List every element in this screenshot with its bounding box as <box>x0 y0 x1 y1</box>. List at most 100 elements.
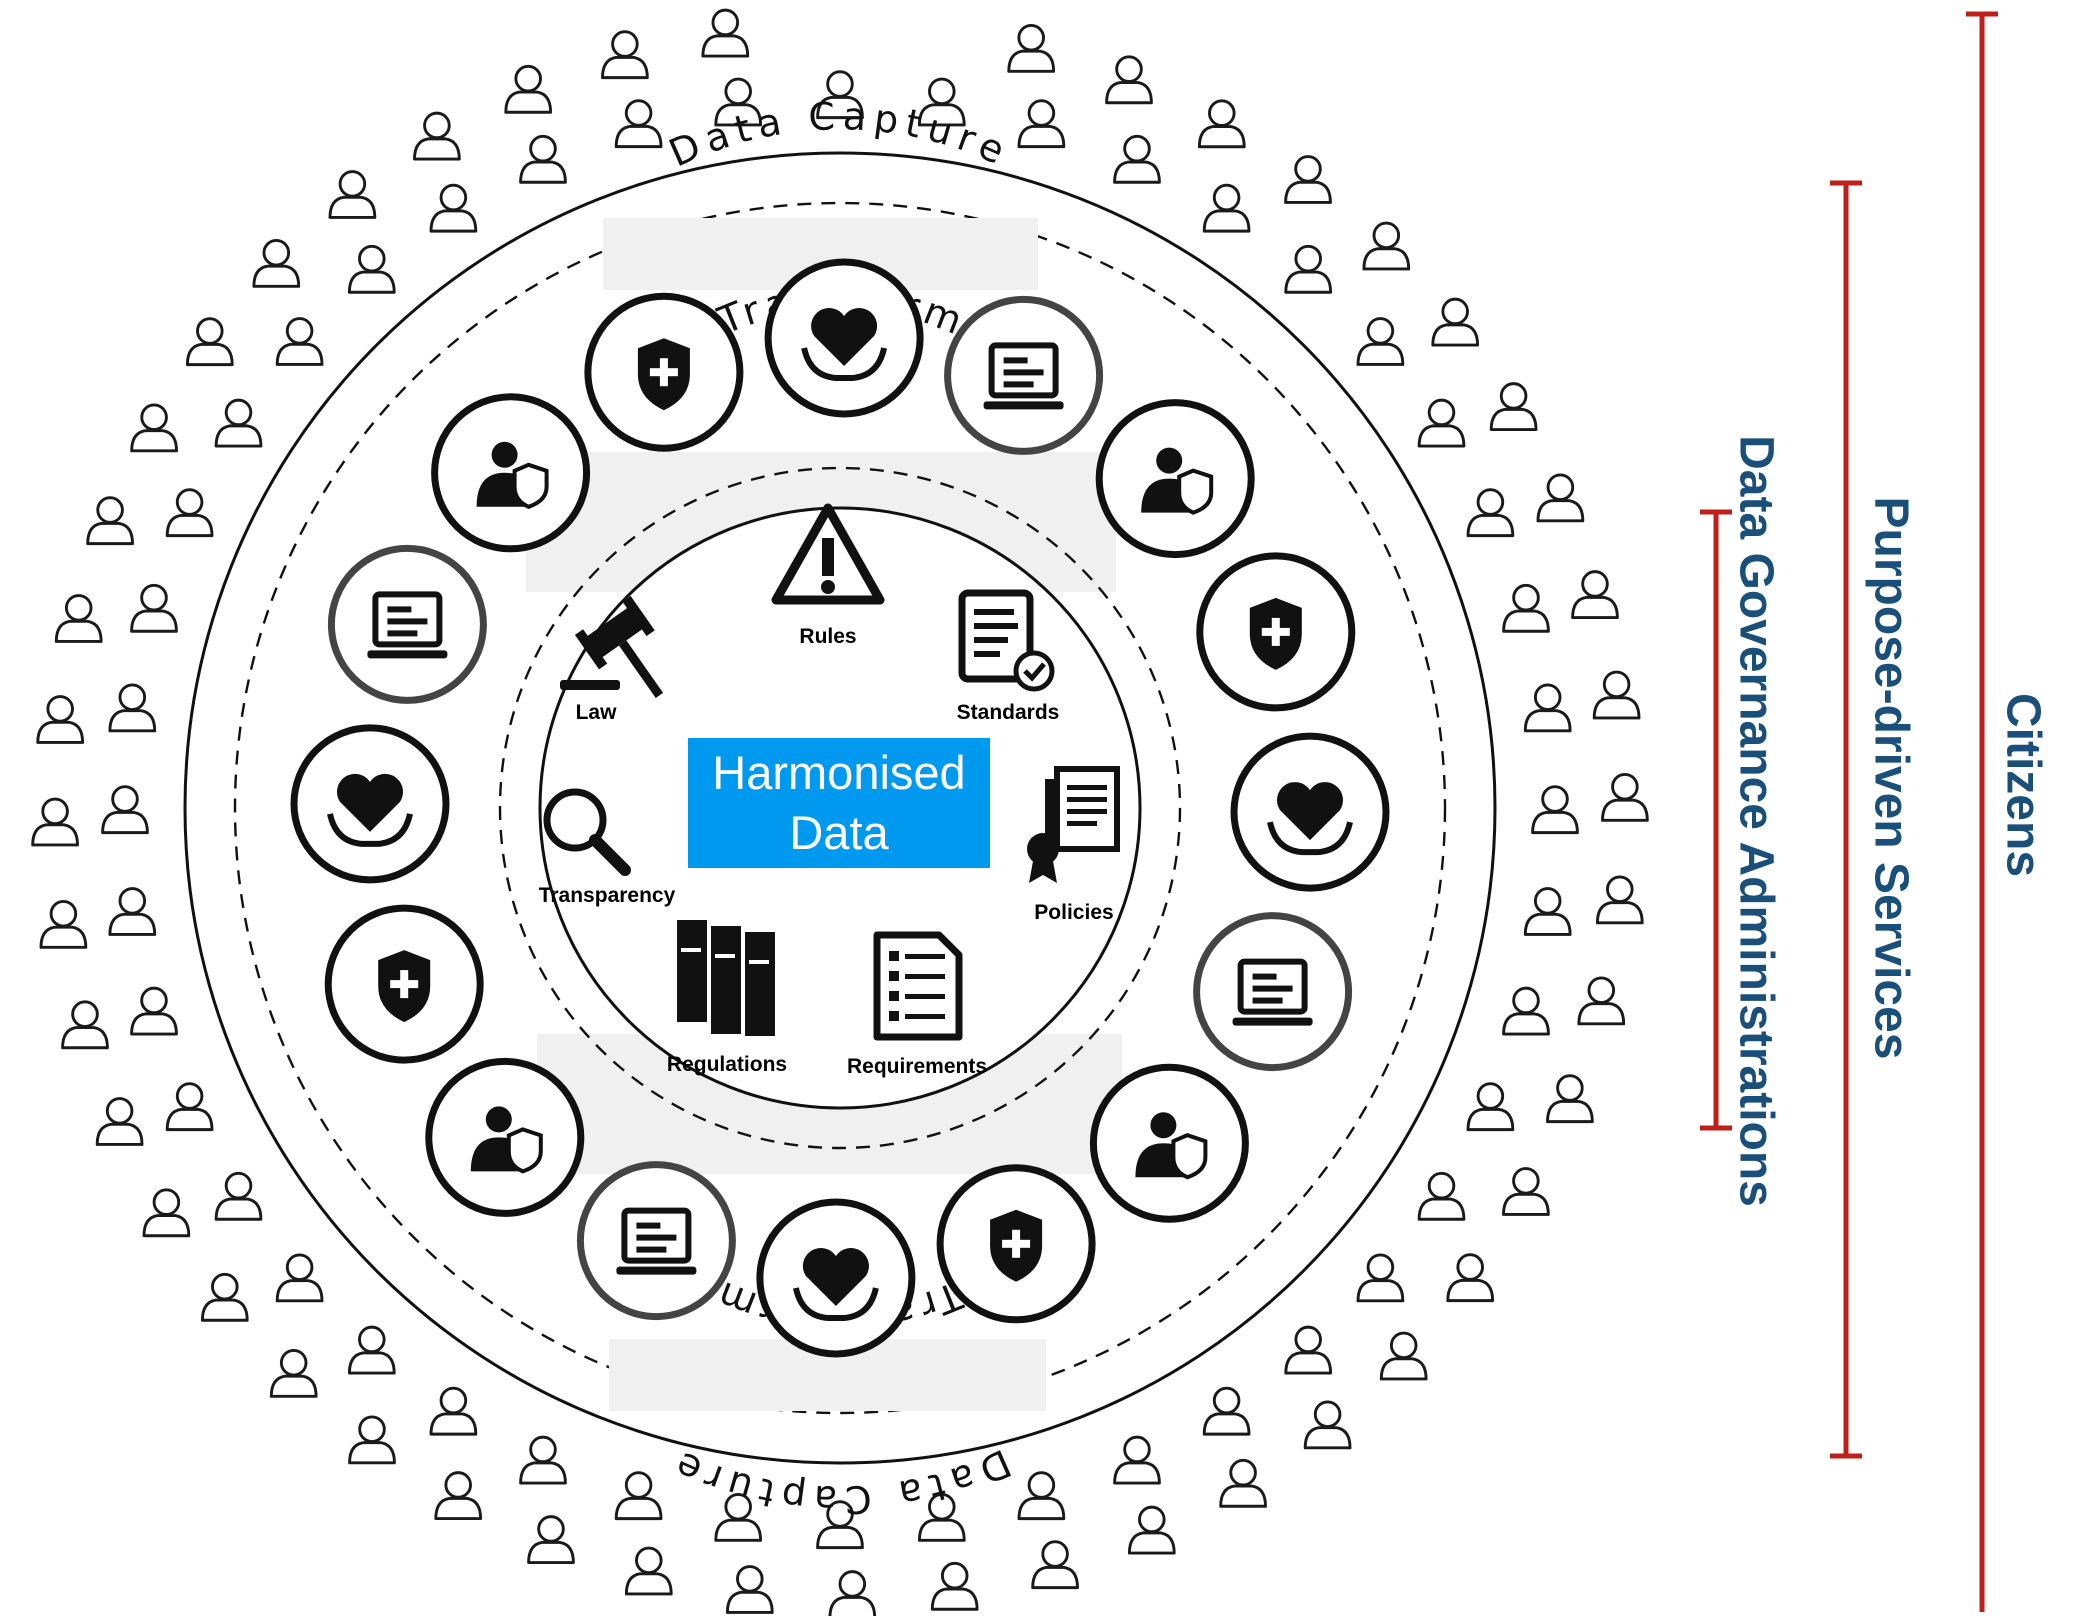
citizen-person-icon <box>185 317 234 367</box>
citizen-person-icon <box>1466 488 1515 538</box>
hand-shield-icon <box>327 544 487 704</box>
scale-bar-data-governance <box>1700 509 1732 1131</box>
doctor-shield-icon <box>576 1161 736 1321</box>
citizen-person-icon <box>1379 1331 1428 1381</box>
citizen-person-icon <box>725 1565 774 1614</box>
citizen-person-icon <box>1113 134 1161 184</box>
citizen-person-icon <box>1417 398 1466 448</box>
citizen-person-icon <box>1356 317 1405 366</box>
citizen-person-icon <box>1523 887 1572 936</box>
center-title-line2: Data <box>789 806 889 859</box>
magnifier-icon <box>543 788 631 876</box>
data-governance-label: Data Governance Administrations <box>1729 435 1783 1207</box>
checklist-icon <box>873 931 963 1041</box>
citizen-person-icon <box>275 1253 324 1303</box>
citizen-person-icon <box>1202 1386 1251 1436</box>
citizen-person-icon <box>347 244 396 294</box>
citizen-person-icon <box>142 1188 191 1238</box>
citizen-person-icon <box>54 594 103 643</box>
capture-ring <box>233 201 1447 1415</box>
citizen-person-icon <box>1113 1435 1161 1485</box>
insured-person-icon <box>1230 732 1390 892</box>
cross-in-hands-icon <box>756 1198 916 1358</box>
scale-bar-citizens <box>1966 11 1998 1612</box>
transparency-label: Transparency <box>538 884 676 907</box>
citizen-person-icon <box>429 183 478 233</box>
citizen-person-icon <box>624 1546 673 1596</box>
harmonised-data-box: Harmonised Data <box>688 738 990 868</box>
citizen-person-icon <box>434 1471 483 1520</box>
citizen-person-icon <box>1303 1400 1352 1450</box>
medic-shield-icon <box>425 1057 585 1217</box>
citizen-person-icon <box>1502 1167 1550 1216</box>
stethoscope-shield-icon <box>764 258 924 418</box>
citizen-person-icon <box>1197 99 1246 149</box>
citizen-person-icon <box>214 398 263 448</box>
citizen-person-icon <box>36 695 85 744</box>
family-protection-icon <box>584 292 744 452</box>
citizen-person-icon <box>86 496 134 546</box>
citizen-person-icon <box>1571 570 1619 619</box>
citizen-person-icon <box>214 1171 263 1221</box>
citizen-person-icon <box>108 887 157 936</box>
citizen-person-icon <box>601 30 649 80</box>
service-icon-ring <box>290 258 1390 1358</box>
citizen-person-icon <box>1127 1505 1176 1555</box>
citizen-person-icon <box>1502 986 1550 1036</box>
citizen-person-icon <box>130 583 178 633</box>
citizen-person-icon <box>1417 1171 1466 1221</box>
citizen-person-icon <box>1595 875 1644 925</box>
umbrella-group-icon <box>1193 912 1353 1072</box>
standards-label: Standards <box>956 701 1060 724</box>
citizen-person-icon <box>347 1325 396 1375</box>
citizen-person-icon <box>527 1515 575 1564</box>
citizen-person-icon <box>614 1471 663 1521</box>
citizen-person-icon <box>1017 99 1066 149</box>
regulations-label: Regulations <box>666 1053 788 1076</box>
certified-document-icon <box>1027 766 1120 883</box>
purpose-driven-label: Purpose-driven Services <box>1864 496 1918 1060</box>
citizen-person-icon <box>130 986 178 1036</box>
citizen-person-icon <box>701 8 750 58</box>
citizen-person-icon <box>348 1415 396 1465</box>
citizen-person-icon <box>1284 1325 1333 1375</box>
citizen-person-icon <box>130 403 178 453</box>
heart-in-hands-icon <box>1196 552 1356 712</box>
center-title-line1: Harmonised <box>712 746 966 799</box>
citizen-person-icon <box>269 1348 318 1398</box>
citizen-person-icon <box>1284 155 1332 204</box>
mother-child-heart-icon <box>431 393 591 553</box>
gavel-icon <box>560 595 664 698</box>
citizen-person-icon <box>1531 785 1579 835</box>
citizen-person-icon <box>328 170 377 219</box>
citizen-person-icon <box>165 488 214 538</box>
citizen-person-icon <box>1031 1540 1079 1590</box>
citizens-label: Citizens <box>1996 692 2050 878</box>
citizen-person-icon <box>39 899 88 949</box>
citizen-person-icon <box>31 797 79 847</box>
citizen-person-icon <box>1202 183 1251 233</box>
citizen-person-icon <box>1105 55 1153 105</box>
citizen-person-icon <box>1356 1253 1405 1303</box>
citizen-person-icon <box>930 1561 979 1611</box>
citizen-person-icon <box>614 99 663 149</box>
citizen-person-icon <box>519 1435 567 1485</box>
citizen-person-icon <box>1284 244 1333 294</box>
citizen-person-icon <box>1431 297 1480 347</box>
citizen-person-icon <box>1007 23 1056 73</box>
binders-icon <box>677 920 775 1036</box>
policies-label: Policies <box>1034 901 1114 924</box>
citizen-person-icon <box>1546 1074 1594 1124</box>
scale-bar-purpose-driven <box>1830 180 1862 1459</box>
citizen-person-icon <box>108 683 157 733</box>
citizen-person-icon <box>1489 382 1538 431</box>
heart-rate-shield-icon <box>1089 1063 1249 1223</box>
citizen-person-icon <box>101 785 149 835</box>
citizen-person-icon <box>61 1000 109 1050</box>
law-label: Law <box>575 701 617 724</box>
checked-document-icon <box>958 589 1055 692</box>
citizen-person-icon <box>413 111 461 161</box>
money-contract-icon <box>290 724 450 884</box>
requirements-label: Requirements <box>846 1055 988 1078</box>
